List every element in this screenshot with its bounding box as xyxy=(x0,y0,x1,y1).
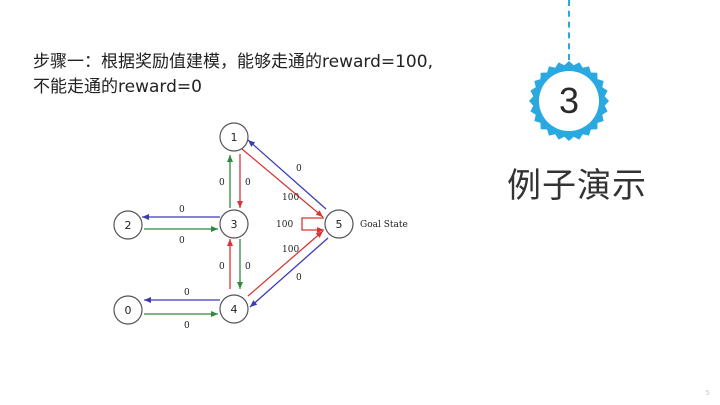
edge-5-self xyxy=(301,217,324,233)
section-badge: 3 xyxy=(528,60,610,142)
node-0-label: 0 xyxy=(125,304,132,317)
step-line-1: 步骤一：根据奖励值建模，能够走通的reward=100, xyxy=(33,52,433,72)
section-number: 3 xyxy=(558,80,580,121)
label-e5-self: 100 xyxy=(276,220,293,230)
page-number: 5 xyxy=(705,389,710,397)
label-e1-5-blue: 0 xyxy=(296,164,302,174)
label-e3-2-blue: 0 xyxy=(179,205,185,215)
node-5: 5 xyxy=(324,209,354,239)
edge-1-to-5 xyxy=(241,148,324,218)
node-1: 1 xyxy=(219,122,249,152)
node-5-label: 5 xyxy=(336,218,343,231)
node-2: 2 xyxy=(113,210,143,240)
label-e3-1-red: 0 xyxy=(245,178,251,188)
dashed-connector xyxy=(568,0,570,60)
step-description: 步骤一：根据奖励值建模，能够走通的reward=100, 不能走通的reward… xyxy=(33,50,523,100)
label-e1-3-green: 0 xyxy=(219,178,225,188)
step-line-2: 不能走通的reward=0 xyxy=(33,77,202,97)
badge-gear-icon xyxy=(529,61,609,141)
label-e3-4-green: 0 xyxy=(245,262,251,272)
label-e5-4-blue: 0 xyxy=(296,273,302,283)
section-title: 例子演示 xyxy=(507,166,647,206)
goal-state-label: Goal State xyxy=(360,220,408,230)
label-e4-3-red: 0 xyxy=(219,262,225,272)
node-4-label: 4 xyxy=(231,303,238,316)
node-3: 3 xyxy=(219,209,249,239)
node-0: 0 xyxy=(113,295,143,325)
label-e1-5-red: 100 xyxy=(282,193,299,203)
node-1-label: 1 xyxy=(231,131,238,144)
label-e4-5-red: 100 xyxy=(282,245,299,255)
label-e2-3-green: 0 xyxy=(179,236,185,246)
node-2-label: 2 xyxy=(125,219,132,232)
edge-5-to-4 xyxy=(249,237,329,308)
node-3-label: 3 xyxy=(231,218,238,231)
label-e0-4-green: 0 xyxy=(184,321,190,331)
label-e4-0-blue: 0 xyxy=(184,288,190,298)
state-graph-diagram: 0 100 100 100 0 0 0 0 0 0 0 0 0 1 2 3 4 xyxy=(113,122,408,331)
edge-4-to-5 xyxy=(247,230,324,297)
badge-inner-circle xyxy=(539,71,599,131)
edge-5-to-1 xyxy=(247,139,327,210)
node-4: 4 xyxy=(219,294,249,324)
